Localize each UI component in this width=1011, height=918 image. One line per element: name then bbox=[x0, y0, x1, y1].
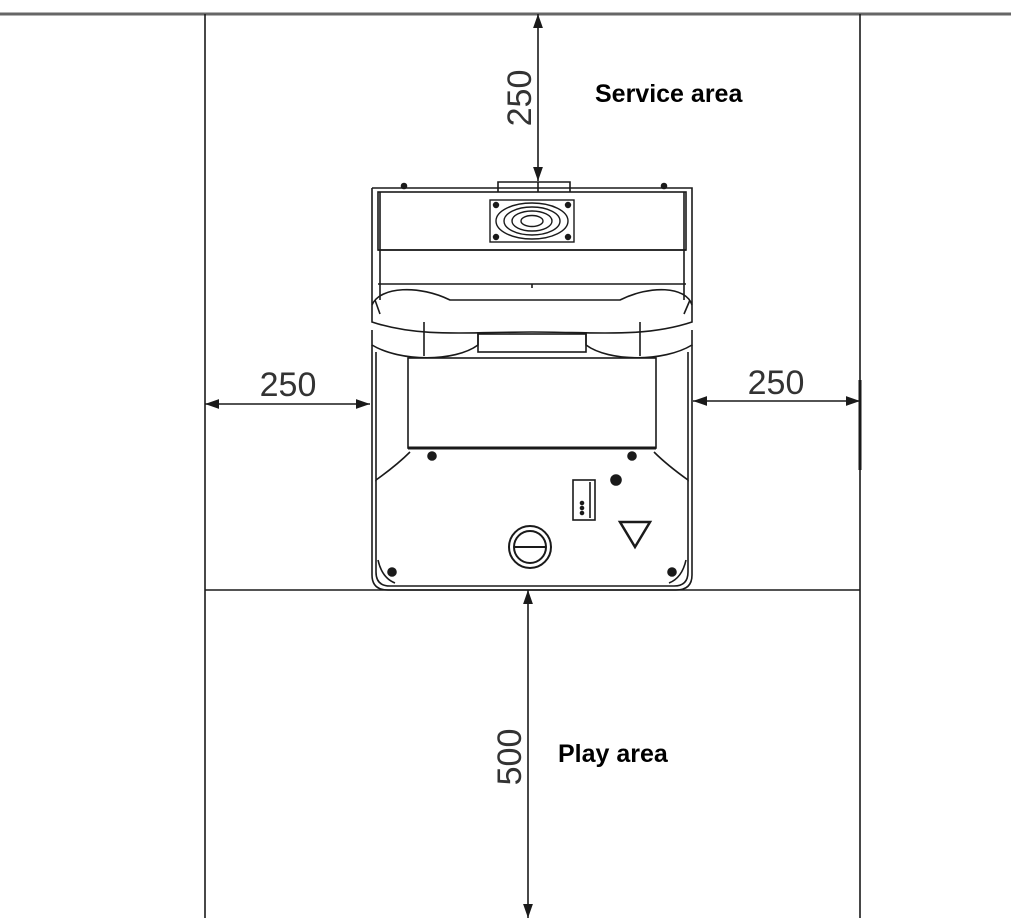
area-boundaries bbox=[204, 14, 862, 918]
right-clearance-label: 250 bbox=[748, 364, 805, 402]
fan-icon bbox=[489, 199, 575, 243]
front-clearance-label: 500 bbox=[491, 729, 529, 786]
rear-clearance-label: 250 bbox=[501, 70, 539, 127]
coin-slot-icon bbox=[572, 479, 596, 521]
triangle-button-icon bbox=[617, 520, 653, 550]
dimension-right: 250 bbox=[693, 364, 860, 406]
dimension-rear: 250 bbox=[501, 13, 543, 181]
round-button-icon bbox=[508, 525, 552, 569]
left-clearance-label: 250 bbox=[260, 366, 317, 404]
machine-top-view bbox=[371, 181, 693, 591]
dimension-front: 500 bbox=[491, 590, 533, 918]
service-area-label: Service area bbox=[595, 80, 743, 108]
dimension-left: 250 bbox=[205, 366, 370, 409]
play-area-label: Play area bbox=[558, 740, 669, 768]
